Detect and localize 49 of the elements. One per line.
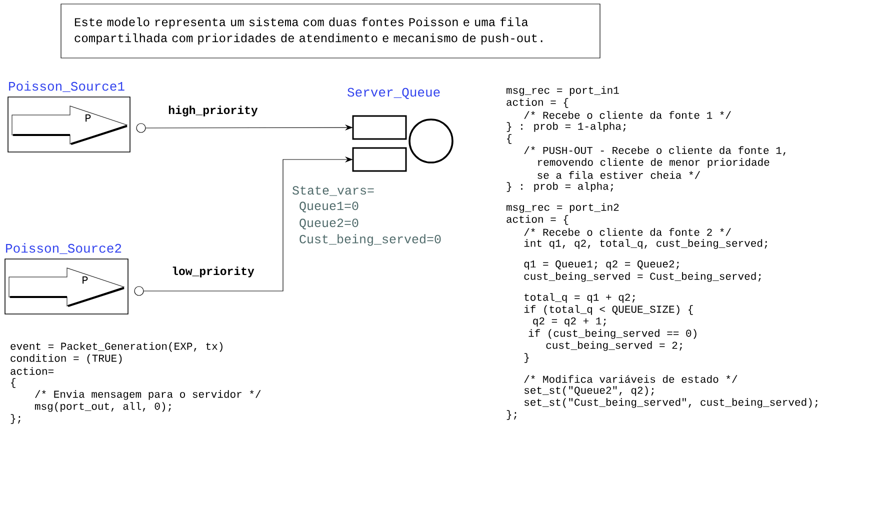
- code-line: set_st("Queue2", q2);: [524, 386, 654, 396]
- code-line: action = {: [506, 98, 568, 108]
- code-line: msg_rec = port_in1: [506, 86, 619, 96]
- code-line: removendo cliente de menor prioridade: [538, 158, 770, 168]
- code-line: } : prob = 1-alpha;: [506, 122, 626, 132]
- code-line: /* PUSH-OUT - Recebe o cliente da fonte 1,: [524, 146, 786, 156]
- code-line: action=: [10, 367, 54, 375]
- state-variables: Queue2=0: [300, 218, 358, 230]
- code-line: if (cust_being_served == 0): [528, 329, 696, 339]
- code-line: int q1, q2, total_q, cust_being_served;: [524, 239, 768, 249]
- code-line: action = {: [506, 215, 568, 225]
- source-block: P: [8, 96, 130, 152]
- code-line: msg_rec = port_in2: [506, 203, 619, 213]
- code-line: }: [524, 353, 529, 363]
- code-line: /* Recebe o cliente da fonte 1 */: [524, 111, 731, 119]
- edge-label: high_priority: [167, 104, 259, 118]
- port-circle: [136, 123, 146, 133]
- code-line: {: [507, 134, 512, 144]
- source-block: P: [4, 258, 128, 314]
- server-circle: [408, 118, 454, 164]
- code-line: };: [506, 410, 516, 420]
- state-variables: Queue1=0: [300, 202, 358, 212]
- code-line: /* Recebe o cliente da fonte 2 */: [524, 228, 731, 236]
- port-circle: [134, 286, 144, 296]
- code-line: if (total_q < QUEUE_SIZE) {: [524, 305, 693, 315]
- description-box: Este modelo representa um sistema com duas fontes Poisson e uma fila compartilhada com prioridades de atendimento e mecanismo de push-out.: [60, 4, 600, 58]
- code-line: q2 = q2 + 1;: [533, 317, 606, 327]
- queue-slot: [352, 115, 407, 140]
- code-line: condition = (TRUE): [10, 354, 122, 364]
- state-variables: Cust_being_served=0: [300, 234, 441, 246]
- code-line: event = Packet_Generation(EXP, tx): [10, 342, 222, 352]
- code-line: cust_being_served = 2;: [546, 341, 682, 351]
- code-line: set_st("Cust_being_served", cust_being_served);: [524, 398, 818, 408]
- code-line: q1 = Queue1; q2 = Queue2;: [524, 260, 679, 270]
- code-line: total_q = q1 + q2;: [524, 293, 635, 303]
- queue-name: Server_Queue: [348, 88, 440, 99]
- code-line: msg(port_out, all, 0);: [35, 402, 171, 412]
- code-line: /* Envia mensagem para o servidor */: [35, 390, 261, 400]
- source-name: Poisson_Source1: [9, 81, 124, 92]
- source-name: Poisson_Source2: [6, 243, 122, 254]
- code-line: } : prob = alpha;: [506, 182, 613, 192]
- state-variables: State_vars=: [292, 186, 374, 196]
- code-line: cust_being_served = Cust_being_served;: [524, 272, 761, 282]
- code-line: };: [10, 414, 20, 424]
- code-line: /* Modifica variáveis de estado */: [524, 375, 738, 383]
- code-line: {: [11, 378, 16, 388]
- queue-slot: [352, 147, 407, 172]
- code-line: se a fila estiver cheia */: [538, 171, 700, 179]
- edge-label: low_priority: [170, 266, 256, 278]
